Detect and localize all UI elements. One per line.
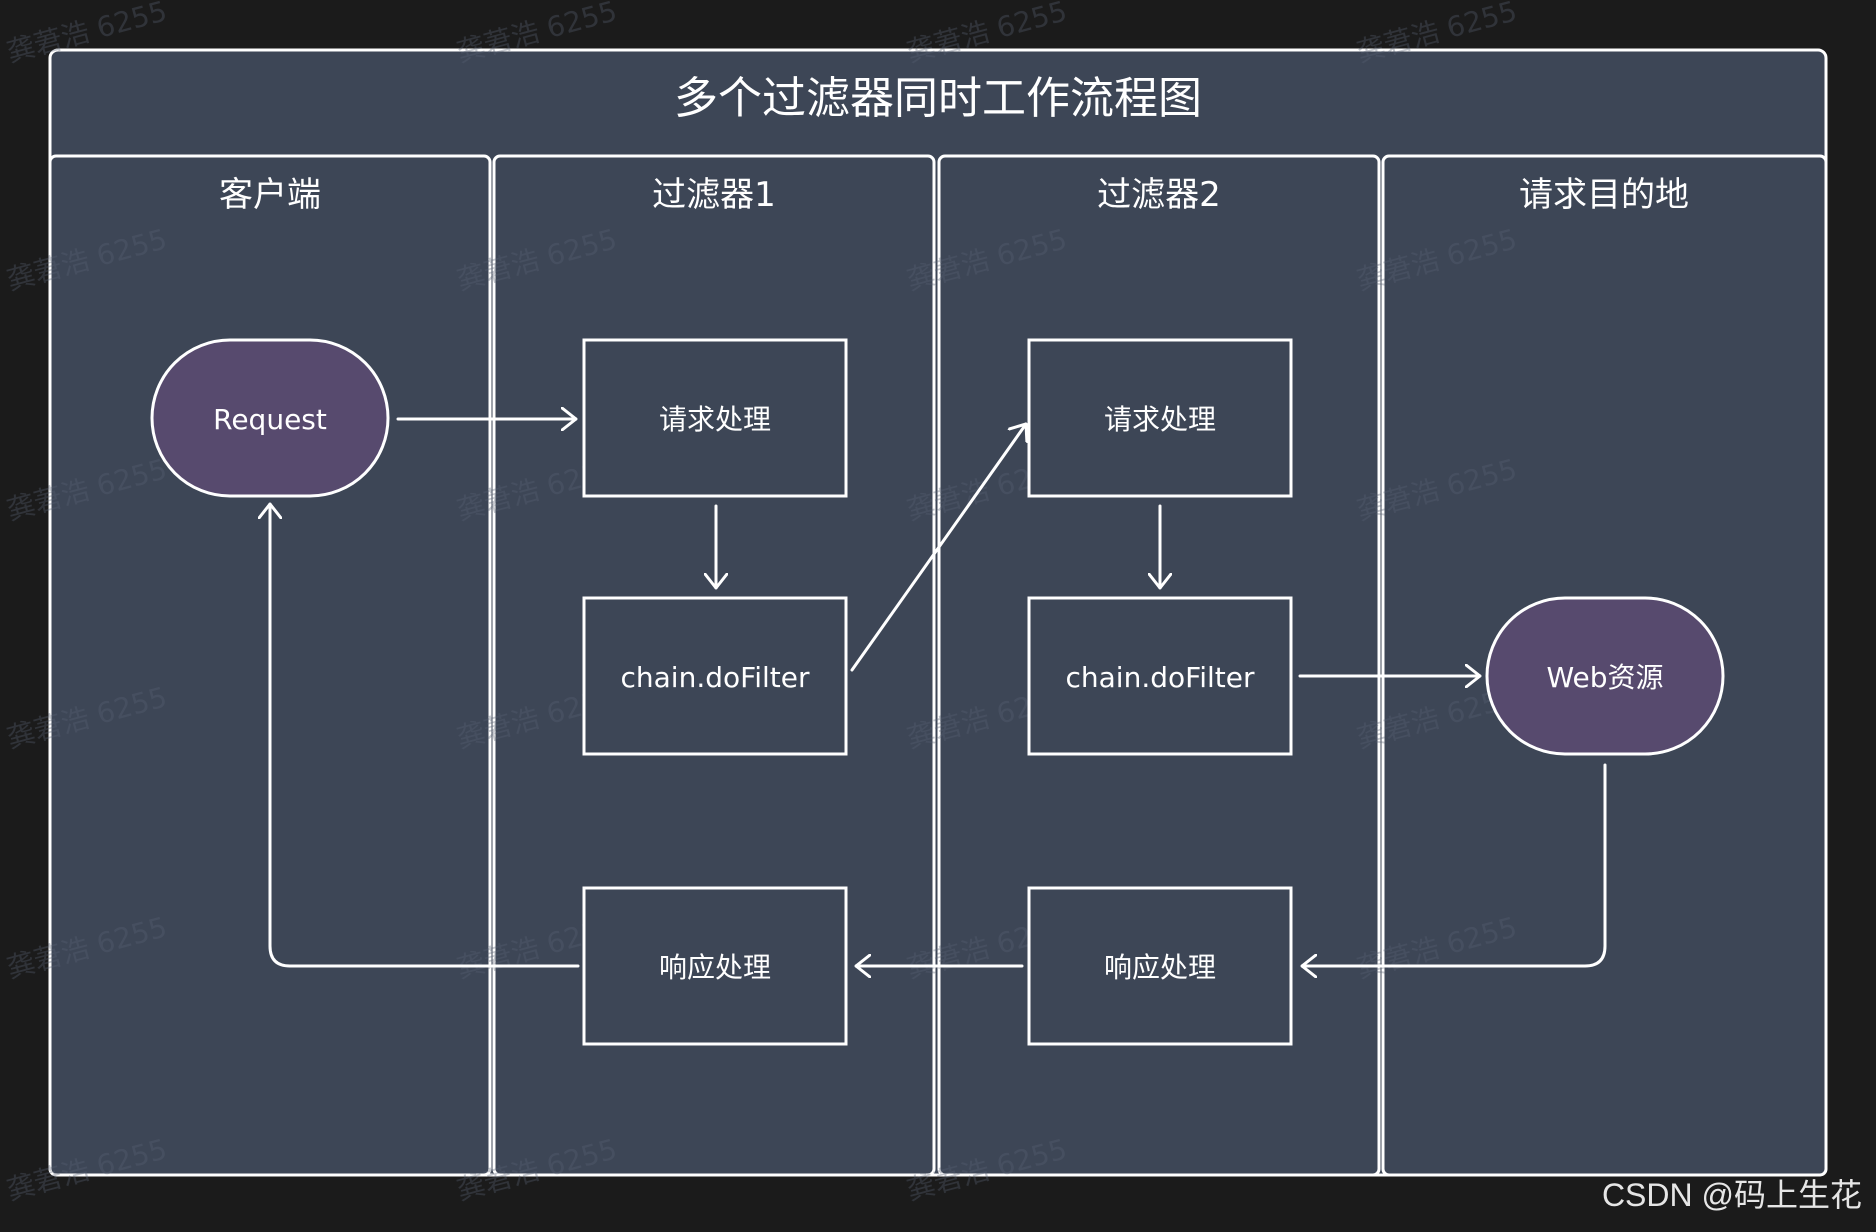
- edge-web-to-f2-response: [1300, 763, 1607, 966]
- node-filter2-chain-label: chain.doFilter: [1066, 661, 1255, 694]
- node-filter1-response-label: 响应处理: [659, 951, 771, 984]
- edges: [270, 419, 1607, 968]
- node-request-label: Request: [213, 403, 327, 436]
- node-web-resource: Web资源: [1485, 596, 1725, 756]
- node-filter2-response-label: 响应处理: [1104, 951, 1216, 984]
- node-filter1-chain: chain.doFilter: [582, 596, 848, 756]
- csdn-credit: CSDN @码上生花: [1601, 1177, 1862, 1213]
- node-filter1-chain-label: chain.doFilter: [621, 661, 810, 694]
- node-filter1-request-label: 请求处理: [659, 403, 771, 436]
- node-filter2-response: 响应处理: [1027, 886, 1293, 1046]
- node-filter2-request: 请求处理: [1027, 338, 1293, 498]
- lane-title-filter1: 过滤器1: [652, 175, 776, 215]
- edge-f1-response-to-request: [270, 502, 580, 968]
- diagram-title: 多个过滤器同时工作流程图: [674, 73, 1202, 124]
- lane-title-destination: 请求目的地: [1519, 175, 1689, 215]
- node-filter2-chain: chain.doFilter: [1027, 596, 1293, 756]
- node-web-resource-label: Web资源: [1546, 661, 1663, 694]
- lane-title-client: 客户端: [219, 175, 321, 215]
- node-filter1-response: 响应处理: [582, 886, 848, 1046]
- lane-title-filter2: 过滤器2: [1097, 175, 1221, 215]
- node-filter2-request-label: 请求处理: [1104, 403, 1216, 436]
- node-request: Request: [150, 338, 390, 498]
- node-filter1-request: 请求处理: [582, 338, 848, 498]
- edge-f1-chain-to-f2-request: [850, 422, 1026, 672]
